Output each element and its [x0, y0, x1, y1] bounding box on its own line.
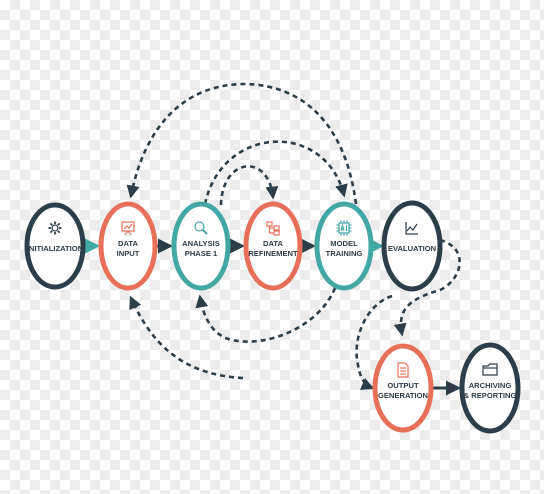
node-label: TRAINING	[326, 249, 363, 258]
node-label: EVALUATION	[388, 244, 436, 253]
node-archiving-reporting: ARCHIVING& REPORTING	[459, 342, 521, 434]
arrow-model-training-to-analysis-phase-1	[195, 287, 337, 343]
node-label: GENERATION	[378, 391, 428, 400]
node-ring	[98, 201, 158, 291]
hierarchy-icon	[266, 221, 280, 236]
chart-board-icon	[121, 221, 135, 236]
arrow-model-training-to-output-generation	[355, 294, 393, 390]
arrow-output-generation-to-data-input	[129, 295, 244, 380]
node-label: REFINEMENT	[248, 249, 298, 258]
node-label: DATA	[263, 239, 283, 248]
node-initialization: INITIALIZATION	[24, 202, 86, 290]
arrow-analysis-phase-1-to-data-refinement	[219, 165, 279, 206]
node-ring	[459, 342, 521, 434]
document-icon	[397, 362, 409, 378]
node-ring	[243, 201, 303, 291]
node-label: INITIALIZATION	[27, 244, 83, 253]
node-ring	[171, 201, 231, 291]
node-label: PHASE 1	[185, 249, 218, 258]
node-label: DATA	[118, 239, 138, 248]
line-chart-icon	[405, 222, 418, 235]
node-label: ARCHIVING	[469, 381, 512, 390]
arrow-model-training-to-data-input	[126, 82, 358, 205]
node-ring	[314, 201, 374, 291]
magnifier-icon	[194, 221, 208, 235]
node-label: MODEL	[330, 239, 358, 248]
node-ring	[24, 202, 86, 290]
node-label: INPUT	[117, 249, 140, 258]
node-label: OUTPUT	[387, 381, 419, 390]
gear-icon	[48, 221, 62, 235]
connectors	[84, 82, 461, 396]
node-label: & REPORTING	[464, 391, 517, 400]
folder-icon	[482, 363, 498, 376]
ai-chip-icon	[336, 220, 352, 236]
node-ring	[372, 343, 434, 433]
node-label: ANALYSIS	[182, 239, 220, 248]
arrow-analysis-phase-1-to-model-training	[203, 140, 348, 205]
node-ring	[381, 200, 443, 292]
node-evaluation: EVALUATION	[381, 200, 443, 292]
arrow-evaluation-to-output-generation	[393, 238, 461, 337]
